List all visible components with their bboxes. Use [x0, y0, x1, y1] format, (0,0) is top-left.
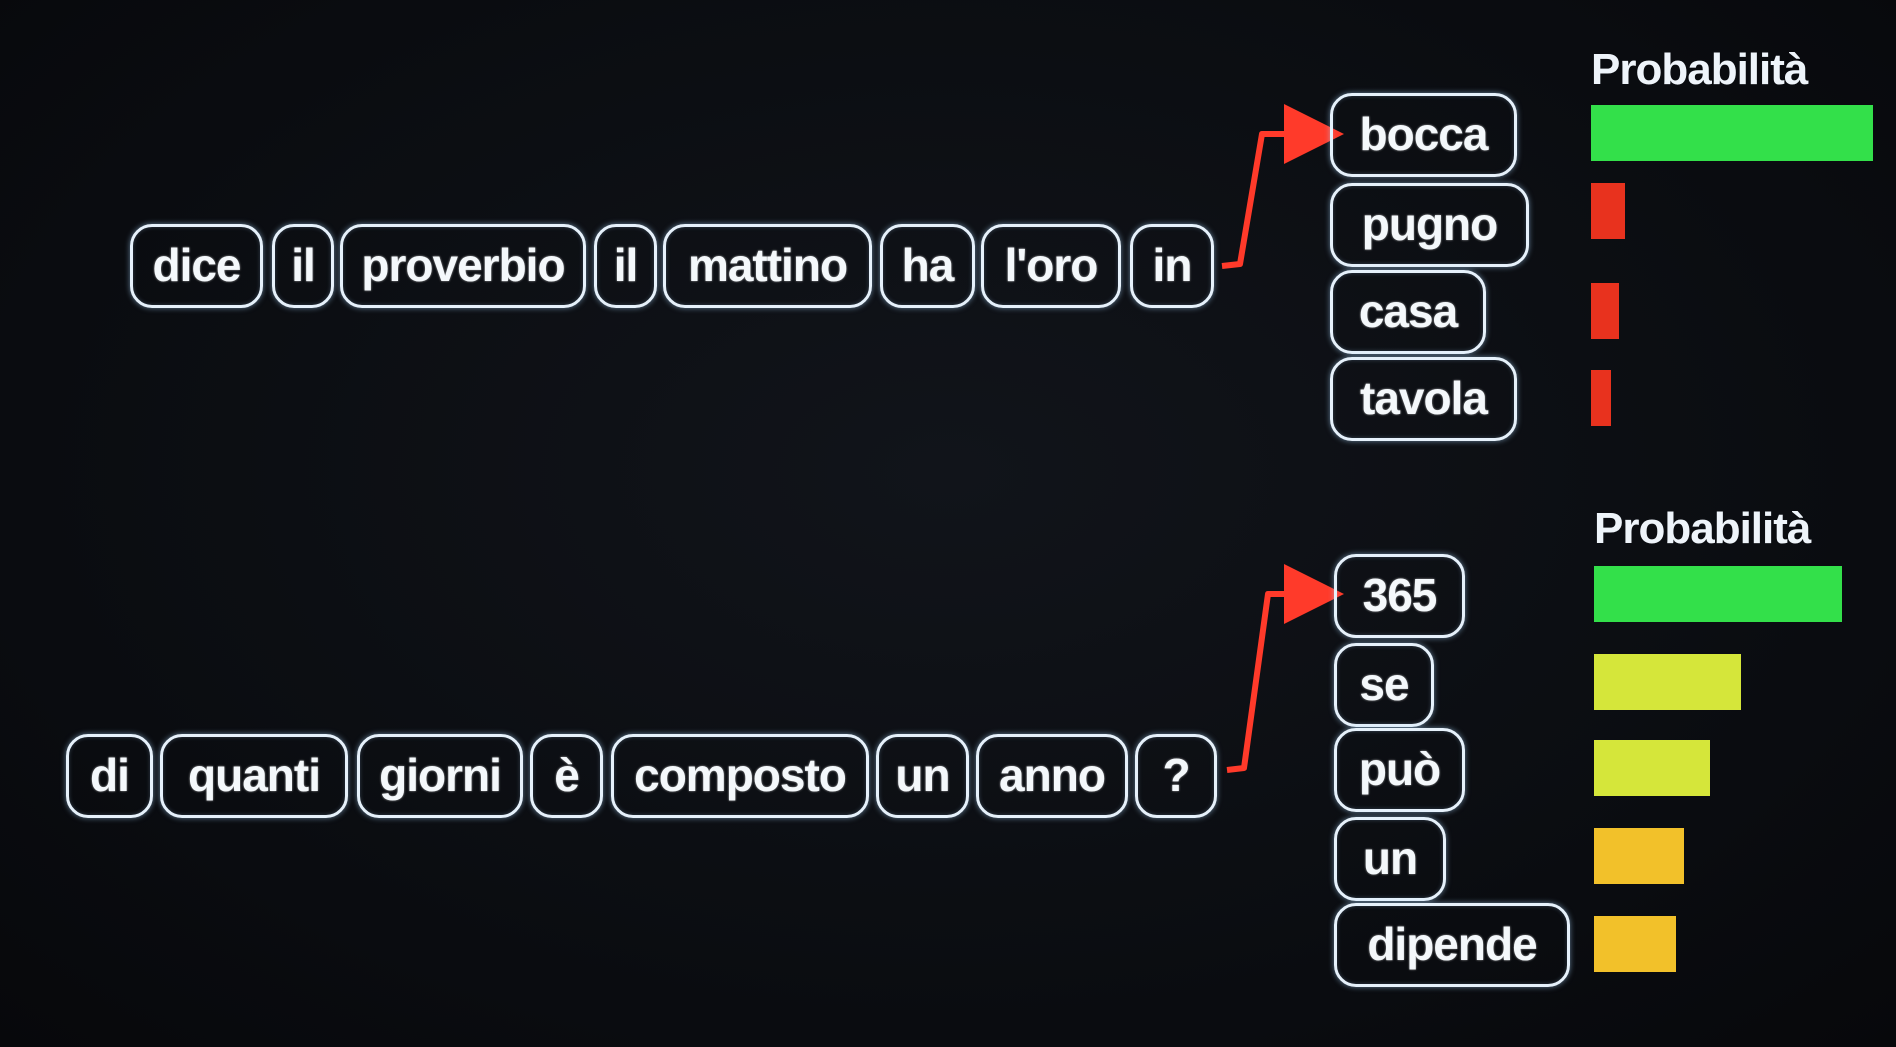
prompt-token: dice	[130, 224, 263, 308]
candidate-token: dipende	[1334, 903, 1570, 987]
candidate-token: 365	[1334, 554, 1465, 638]
candidate-token: se	[1334, 643, 1434, 727]
prediction-arrow-1	[1221, 104, 1344, 269]
prompt-token: è	[530, 734, 603, 818]
prompt-token: anno	[976, 734, 1128, 818]
prompt-token: proverbio	[340, 224, 586, 308]
candidate-token: tavola	[1330, 357, 1517, 441]
prompt-token: l'oro	[981, 224, 1121, 308]
prompt-token: il	[272, 224, 334, 308]
prompt-token: ha	[880, 224, 975, 308]
candidate-token: bocca	[1330, 93, 1517, 177]
prompt-token: giorni	[357, 734, 523, 818]
probability-bar	[1591, 370, 1611, 426]
candidate-token: può	[1334, 728, 1465, 812]
probability-bar	[1594, 828, 1684, 884]
candidate-token: un	[1334, 817, 1446, 901]
prompt-token: il	[594, 224, 657, 308]
probability-bar	[1591, 105, 1873, 161]
probability-bar	[1594, 916, 1676, 972]
prompt-token: quanti	[160, 734, 348, 818]
probability-bar	[1591, 183, 1625, 239]
prompt-token: mattino	[663, 224, 872, 308]
prompt-token: un	[876, 734, 969, 818]
probability-header-2: Probabilità	[1594, 504, 1811, 553]
prediction-arrow-2	[1226, 564, 1344, 773]
candidate-token: casa	[1330, 270, 1486, 354]
candidate-token: pugno	[1330, 183, 1529, 267]
probability-header-1: Probabilità	[1591, 45, 1808, 94]
probability-bar	[1594, 654, 1741, 710]
probability-bar	[1591, 283, 1619, 339]
prompt-token: composto	[611, 734, 869, 818]
prompt-token: ?	[1135, 734, 1217, 818]
probability-bar	[1594, 566, 1842, 622]
prompt-token: in	[1130, 224, 1214, 308]
probability-bar	[1594, 740, 1710, 796]
prompt-token: di	[66, 734, 153, 818]
